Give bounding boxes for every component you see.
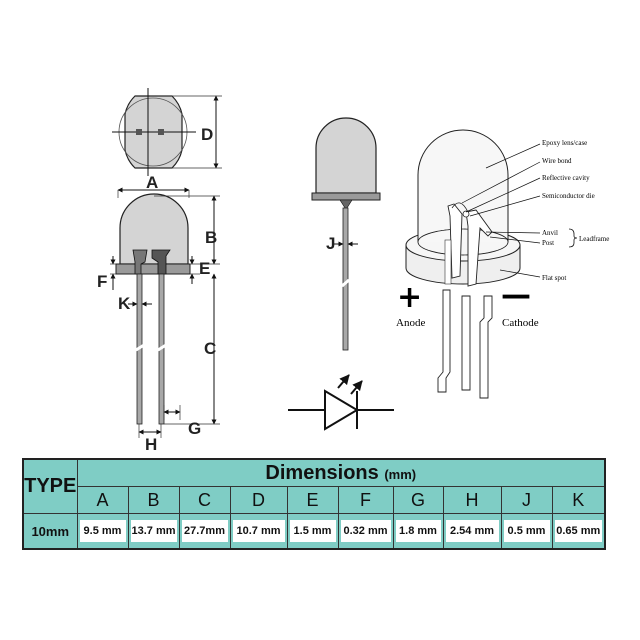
value-text-d: 10.7 mm [232,520,285,542]
type-value: 10mm [22,513,78,550]
value-text-c: 27.7mm [181,520,228,542]
value-text-k: 0.65 mm [554,520,603,542]
column-header-b: B [127,486,180,514]
value-text-f: 0.32 mm [340,520,391,542]
dim-label-g: G [188,419,201,438]
value-cell-e: 1.5 mm [286,513,339,550]
led-top-view [112,88,222,176]
column-header-g: G [392,486,444,514]
dimensions-unit: (mm) [384,466,417,482]
led-technical-diagram: D [97,88,609,454]
dim-label-e: E [199,259,210,278]
dim-label-k: K [118,294,131,313]
column-header-h: H [442,486,502,514]
dim-label-h: H [145,435,157,454]
value-cell-b: 13.7 mm [127,513,180,550]
callout-semiconductor-die: Semiconductor die [542,192,595,200]
column-header-e: E [286,486,339,514]
led-cutaway-view [405,129,578,399]
value-text-a: 9.5 mm [79,520,126,542]
value-text-h: 2.54 mm [445,520,499,542]
column-header-k: K [551,486,606,514]
anode-label: Anode [396,317,425,329]
callout-anvil: Anvil [542,229,558,237]
value-text-b: 13.7 mm [130,520,177,542]
callout-flat-spot: Flat spot [542,274,566,282]
dim-label-d: D [201,125,213,144]
callout-reflective-cavity: Reflective cavity [542,174,590,182]
type-header: TYPE [22,458,78,514]
dimensions-title-text: Dimensions [265,461,379,484]
cathode-label: Cathode [502,317,539,329]
value-cell-k: 0.65 mm [551,513,606,550]
column-header-a: A [76,486,129,514]
callout-leadframe: Leadframe [579,235,609,243]
value-cell-f: 0.32 mm [337,513,394,550]
value-cell-d: 10.7 mm [229,513,288,550]
value-cell-h: 2.54 mm [442,513,502,550]
column-header-d: D [229,486,288,514]
value-text-j: 0.5 mm [503,520,550,542]
led-profile-view [311,117,381,351]
callout-epoxy: Epoxy lens/case [542,139,587,147]
cathode-minus-sign: — [501,278,531,313]
value-cell-g: 1.8 mm [392,513,444,550]
value-cell-j: 0.5 mm [500,513,553,550]
table-header-row: TYPE Dimensions (mm) [22,458,606,514]
column-header-j: J [500,486,553,514]
anode-plus-sign: + [397,280,422,315]
column-header-f: F [337,486,394,514]
led-schematic-symbol [288,374,394,431]
column-header-c: C [178,486,231,514]
value-text-g: 1.8 mm [395,520,441,542]
value-cell-c: 27.7mm [178,513,231,550]
callout-post: Post [542,239,554,247]
dim-label-j: J [326,234,335,253]
led-side-view [110,187,220,438]
dim-label-a: A [146,173,158,192]
dim-label-b: B [205,228,217,247]
value-text-e: 1.5 mm [289,520,336,542]
dim-label-f: F [97,272,107,291]
value-cell-a: 9.5 mm [76,513,129,550]
dim-label-c: C [204,339,216,358]
dimensions-title: Dimensions (mm) [76,458,606,487]
callout-wire-bond: Wire bond [542,157,572,165]
